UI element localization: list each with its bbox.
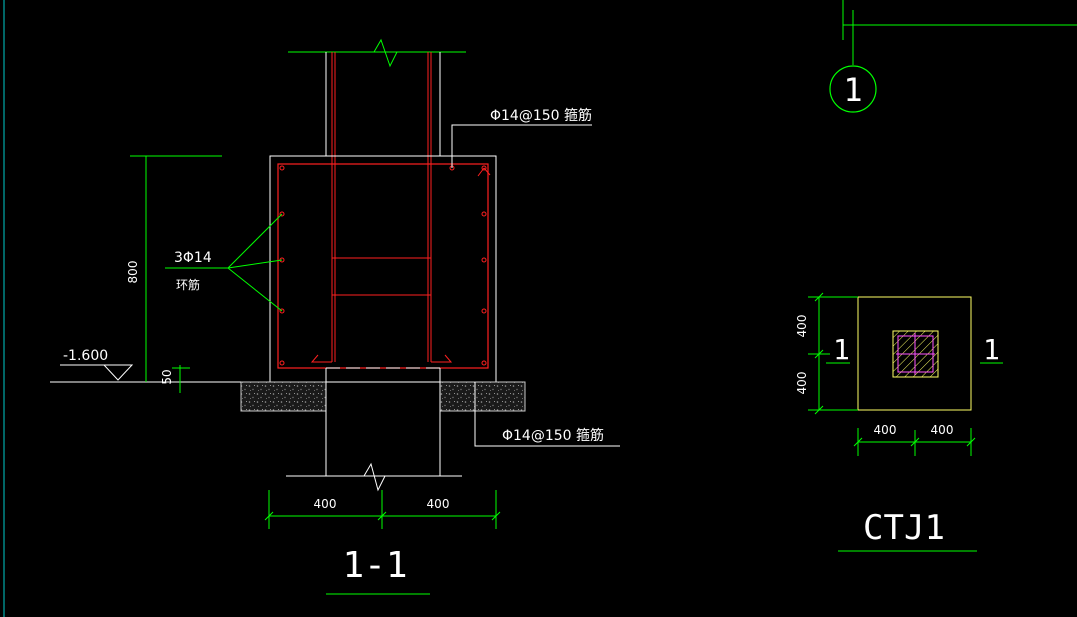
column-bar-left-hook [310, 354, 332, 363]
ring-bar-dot [481, 308, 487, 314]
pile-bottom-break-zigzag [363, 462, 386, 492]
cover-dim-label: 50 [160, 369, 174, 384]
plan-dim-bottom: 400 [795, 372, 809, 395]
plan-dim-top: 400 [795, 315, 809, 338]
ring-bar-leaders [165, 213, 283, 312]
pile-cap-outline [269, 155, 497, 383]
ring-bar-count: 3Φ14 [174, 250, 212, 266]
plan-vdim-ticks [814, 292, 824, 415]
column-bar-right-hook [431, 354, 453, 363]
width-dim-ticks [264, 511, 501, 521]
ring-bar-dot [279, 308, 285, 314]
section-1-1: Φ14@150 箍筋 Φ14@150 箍筋 3Φ14 环筋 800 50 -1.… [50, 38, 620, 595]
top-bar-leader [451, 124, 592, 168]
plan-title: CTJ1 [863, 508, 945, 548]
plan-hdim-ticks [853, 437, 976, 447]
plan-ctj1: 1 1 400 400 400 400 CTJ1 [795, 292, 1003, 552]
ring-bar-dot [481, 360, 487, 366]
bottom-bar-label: Φ14@150 箍筋 [502, 427, 604, 444]
section-title: 1-1 [342, 545, 407, 586]
bottom-bar-leader [474, 382, 620, 447]
ring-bar-dot [279, 211, 285, 217]
axis-bubble [829, 65, 877, 113]
cap-stirrup [277, 163, 489, 369]
column-top-break-zigzag [373, 38, 398, 68]
plan-cap-outline [857, 296, 972, 411]
width-dim-left-label: 400 [314, 497, 337, 511]
elevation-triangle [102, 364, 134, 381]
height-dim-label: 800 [126, 261, 140, 284]
plan-dim-right: 400 [931, 423, 954, 437]
gravel-bed-right [439, 381, 526, 412]
ring-bar-dot [279, 165, 285, 171]
ring-bar-dot [279, 360, 285, 366]
section-cut-left-label: 1 [833, 333, 850, 366]
ring-bar-dots [279, 165, 487, 366]
axis-bubble-label: 1 [843, 71, 862, 109]
ring-bar-dot [481, 165, 487, 171]
elevation-label: -1.600 [63, 348, 108, 364]
corner-hook [477, 167, 491, 177]
width-dim-right-label: 400 [427, 497, 450, 511]
ring-bar-dot [481, 257, 487, 263]
gravel-bed-left [240, 381, 327, 412]
ring-bar-name: 环筋 [176, 277, 200, 292]
top-bar-label: Φ14@150 箍筋 [490, 107, 592, 124]
section-cut-right-label: 1 [983, 333, 1000, 366]
plan-dim-left: 400 [874, 423, 897, 437]
ring-bar-dot [481, 211, 487, 217]
